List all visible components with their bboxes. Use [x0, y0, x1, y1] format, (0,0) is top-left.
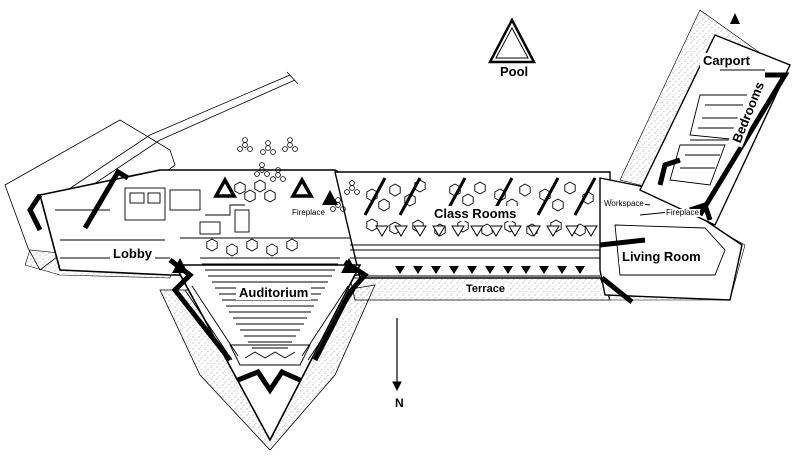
plant-clusters: [237, 137, 360, 212]
plant-dot: [287, 142, 293, 148]
label-north: N: [395, 396, 404, 410]
plant-dot: [335, 197, 341, 203]
label-fireplace-center: Fireplace: [291, 208, 326, 217]
plant-dot: [242, 137, 248, 143]
hexagon-table: [564, 181, 576, 195]
hexagon-table: [254, 179, 266, 193]
open-triangles: [375, 225, 598, 237]
terrace-column: [539, 266, 549, 274]
terrace-column: [485, 266, 495, 274]
site-outline: [4, 71, 299, 271]
auditorium-seating: [184, 257, 356, 361]
label-lobby: Lobby: [110, 246, 155, 261]
hexagon-table: [206, 238, 218, 252]
hexagon-table: [234, 181, 246, 195]
hexagon-table: [266, 243, 278, 257]
plant-dot: [264, 171, 270, 177]
plant-dot: [270, 149, 276, 155]
terrace-column: [575, 266, 585, 274]
open-triangle: [451, 225, 465, 237]
plant-dot: [247, 146, 253, 152]
terrace-column: [395, 266, 405, 274]
open-triangle: [584, 225, 598, 237]
plant-dot: [282, 146, 288, 152]
plant-dot: [275, 167, 281, 173]
plant-dot: [270, 176, 276, 182]
open-triangle: [413, 225, 427, 237]
plant-dot: [292, 146, 298, 152]
plant-dot: [265, 140, 271, 146]
terrace-column: [467, 266, 477, 274]
open-triangle: [432, 225, 446, 237]
hexagon-table: [264, 189, 276, 203]
label-terrace: Terrace: [463, 283, 508, 296]
hexagon-table: [246, 238, 258, 252]
terrace-column: [503, 266, 513, 274]
plant-dot: [242, 142, 248, 148]
terrace-columns: [395, 266, 585, 274]
label-pool: Pool: [497, 64, 532, 79]
label-fireplace-east: Fireplace: [665, 208, 700, 217]
stage-area: [229, 344, 311, 366]
plant-dot: [340, 206, 346, 212]
open-triangle: [565, 225, 579, 237]
hexagon-table: [378, 198, 390, 212]
terrace-column: [557, 266, 567, 274]
plant-dot: [260, 149, 266, 155]
north-arrow: [392, 318, 402, 392]
open-triangle: [527, 225, 541, 237]
label-workspace: Workspace: [603, 199, 645, 208]
hexagon-table: [244, 189, 256, 203]
label-auditorium: Auditorium: [236, 285, 312, 300]
hexagon-table: [286, 238, 298, 252]
building-envelope: [39, 34, 791, 442]
open-triangle: [489, 225, 503, 237]
hexagon-table: [552, 198, 564, 212]
column-triangles: [213, 176, 314, 198]
hexagon-table: [462, 193, 474, 207]
open-triangle: [394, 225, 408, 237]
terrace-column: [413, 266, 423, 274]
plant-dot: [237, 146, 243, 152]
open-triangle: [470, 225, 484, 237]
open-triangle: [375, 225, 389, 237]
plant-dot: [265, 145, 271, 151]
terrace-column: [521, 266, 531, 274]
plant-dot: [287, 137, 293, 143]
open-triangle: [508, 225, 522, 237]
plant-dot: [280, 176, 286, 182]
hexagon-table: [226, 243, 238, 257]
plant-dot: [354, 189, 360, 195]
plant-dot: [344, 189, 350, 195]
terrace-column: [431, 266, 441, 274]
plant-dot: [330, 206, 336, 212]
label-class-rooms: Class Rooms: [431, 206, 520, 221]
plant-dot: [259, 162, 265, 168]
plant-dot: [254, 171, 260, 177]
label-living-room: Living Room: [619, 249, 704, 264]
pool-shape: [487, 17, 537, 64]
hexagon-table: [389, 183, 401, 197]
classroom-inner-lines: [180, 237, 600, 277]
open-triangle: [546, 225, 560, 237]
hexagon-table: [519, 183, 531, 197]
terrace-column: [449, 266, 459, 274]
plant-dot: [349, 180, 355, 186]
hexagon-table: [366, 218, 378, 232]
hexagon-table: [474, 181, 486, 195]
label-carport: Carport: [700, 53, 753, 68]
